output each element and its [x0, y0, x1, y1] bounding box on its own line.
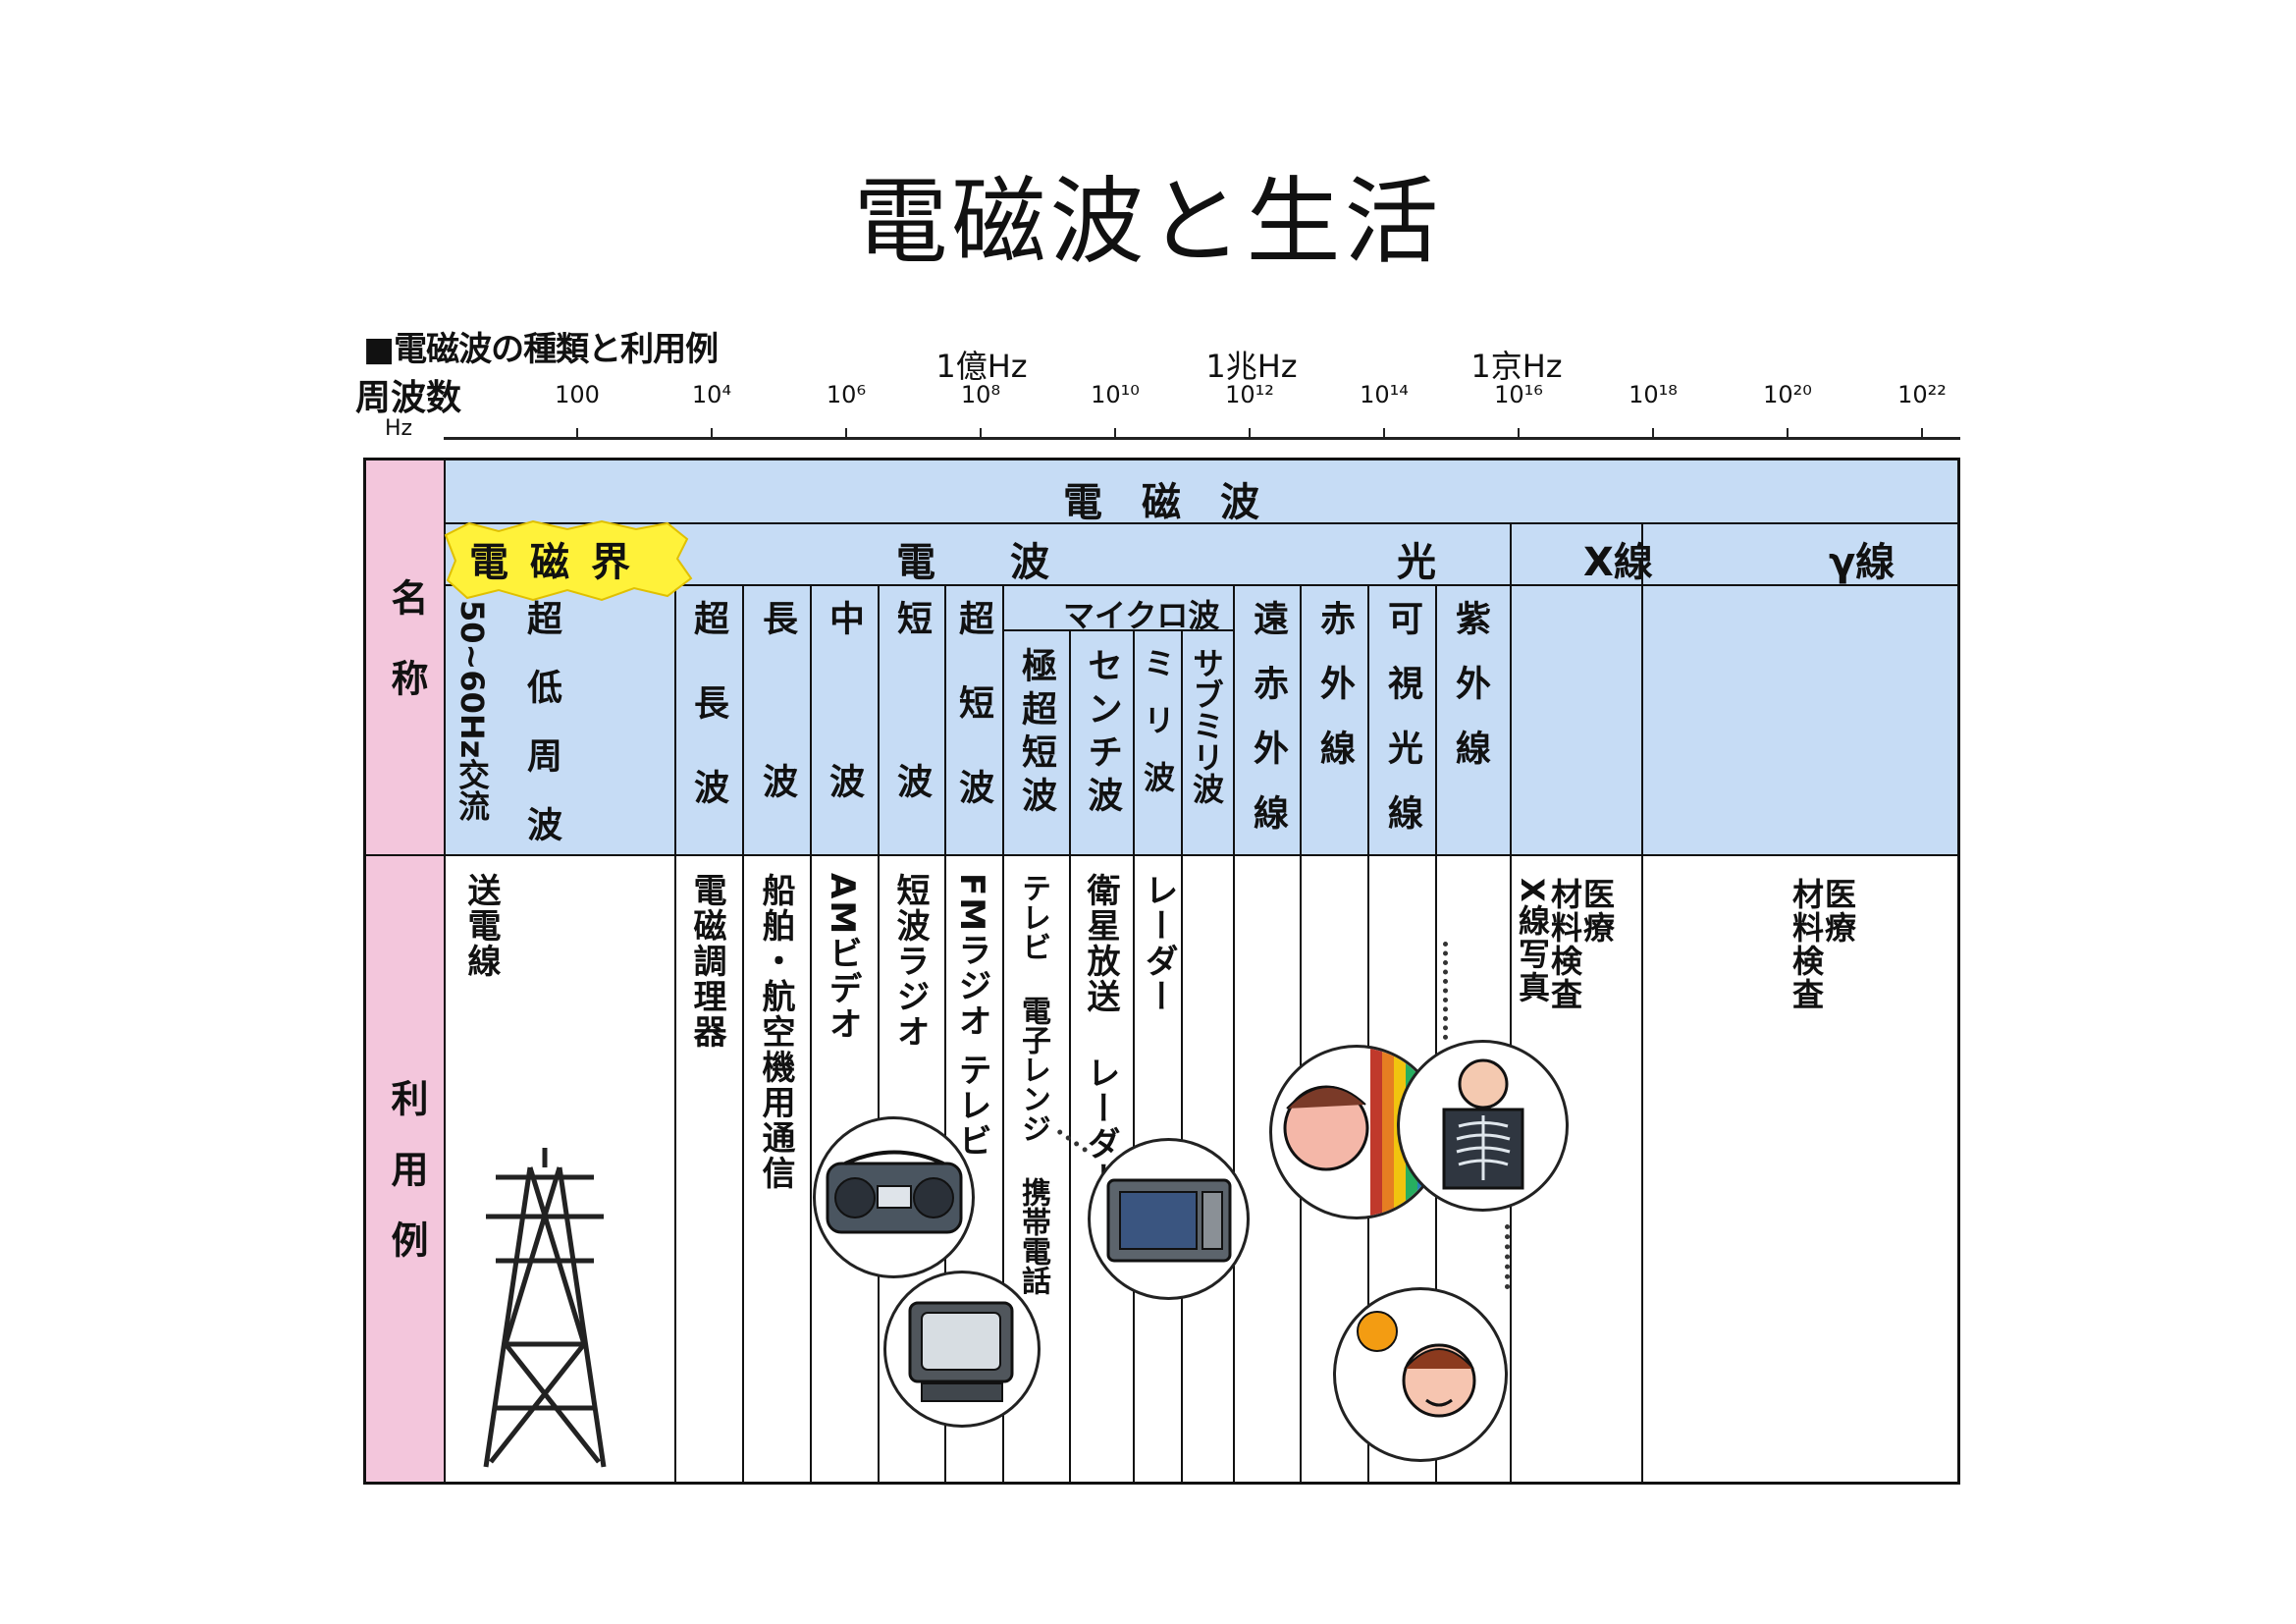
chart-caption: ■電磁波の種類と利用例	[363, 330, 719, 369]
radio-cassette-illustration	[813, 1116, 975, 1278]
axis-tick	[1383, 428, 1385, 440]
axis-tick	[980, 428, 982, 440]
band-uhf: 極超短波	[1016, 647, 1056, 820]
major-label-10p: 1京Hz	[1470, 348, 1563, 385]
use-xray-photo: X線写真	[1514, 878, 1551, 1004]
ultraviolet-dots	[1505, 1224, 1515, 1289]
axis-tick	[1249, 428, 1251, 440]
band-50-60hz-ac: 50~60Hz交流	[454, 600, 491, 822]
axis-tick	[1114, 428, 1116, 440]
usage-label: 利用例	[385, 1079, 428, 1291]
microwave-oven-illustration	[1088, 1138, 1250, 1300]
radio-wave-header: 電波	[896, 540, 1124, 585]
axis-tick	[1518, 428, 1520, 440]
microwave-header: マイクロ波	[1063, 597, 1220, 634]
microwave-oven-icon	[1106, 1178, 1232, 1263]
use-xray-medical: 医療	[1578, 878, 1616, 945]
use-fm-radio-tv: FMラジオ テレビ	[952, 873, 991, 1159]
use-am-video: AMビデオ	[823, 873, 862, 1043]
use-tv-microwave-mobile: テレビ 電子レンジ 携帯電話	[1016, 873, 1050, 1295]
band-visible-light: 可視光線	[1382, 600, 1422, 859]
band-lf: 長波	[757, 600, 797, 926]
use-power-line: 送電線	[461, 873, 501, 979]
band-mf: 中波	[824, 600, 864, 926]
radio-cassette-icon	[826, 1150, 963, 1234]
axis-tick	[1921, 428, 1923, 440]
page-title: 電磁波と生活	[853, 167, 1443, 277]
light-header: 光	[1397, 540, 1436, 585]
band-hf: 短波	[891, 600, 932, 926]
name-label: 名称	[385, 578, 428, 739]
sun-person-illustration	[1333, 1287, 1508, 1462]
use-induction-cooker: 電磁調理器	[687, 873, 726, 1050]
visible-light-dots	[1443, 942, 1453, 1040]
em-spectrum-diagram: 名称 利用例 電磁波 電磁界 電波 光 X線 γ線 マイクロ波 50~60Hz交…	[363, 458, 1960, 1485]
band-submillimeter: サブミリ波	[1188, 647, 1225, 804]
television-icon	[908, 1301, 1014, 1402]
band-elf: 超低周波	[521, 600, 561, 875]
xray-person-icon	[1442, 1058, 1524, 1190]
axis-tick	[1787, 428, 1789, 440]
band-far-infrared: 遠赤外線	[1248, 600, 1288, 859]
axis-tick-label: 10⁸	[960, 381, 1001, 408]
major-label-100m: 1億Hz	[935, 348, 1028, 385]
band-ultraviolet: 紫外線	[1450, 600, 1490, 794]
frequency-axis-label: 周波数	[355, 378, 462, 418]
axis-tick	[1652, 428, 1654, 440]
sun-and-person-icon	[1357, 1311, 1476, 1418]
use-xray-material-testing: 材料検査	[1546, 878, 1583, 1011]
axis-tick-label: 10²²	[1897, 381, 1947, 408]
band-millimeter: ミリ波	[1139, 647, 1176, 818]
power-tower-icon	[483, 1148, 607, 1468]
axis-tick-label: 10¹⁴	[1360, 381, 1409, 408]
axis-tick-label: 10¹⁸	[1629, 381, 1678, 408]
name-header-band	[445, 460, 1957, 855]
axis-tick-label: 10⁴	[691, 381, 732, 408]
axis-tick-label: 100	[555, 381, 600, 408]
em-field-badge	[444, 519, 693, 602]
axis-tick-label: 10¹⁶	[1494, 381, 1543, 408]
axis-tick-label: 10¹²	[1225, 381, 1274, 408]
television-illustration	[883, 1271, 1041, 1428]
major-label-1t: 1兆Hz	[1205, 348, 1298, 385]
band-centimeter: センチ波	[1082, 647, 1122, 820]
use-satellite-radar: 衛星放送 レーダー	[1081, 873, 1120, 1197]
frequency-axis-line	[444, 437, 1960, 440]
band-vhf: 超短波	[953, 600, 993, 853]
use-ship-aircraft-comm: 船舶・航空機用通信	[756, 873, 795, 1191]
gamma-ray-header: γ線	[1829, 540, 1896, 585]
em-wave-header: 電磁波	[1063, 480, 1299, 525]
em-field-header: 電磁界	[469, 540, 652, 585]
axis-tick-label: 10²⁰	[1763, 381, 1812, 408]
use-gamma-material-testing: 材料検査	[1788, 878, 1825, 1011]
axis-tick	[711, 428, 713, 440]
axis-tick	[845, 428, 847, 440]
use-gamma-medical: 医療	[1820, 878, 1857, 945]
band-infrared: 赤外線	[1314, 600, 1355, 794]
band-vlf: 超長波	[688, 600, 728, 853]
axis-tick-label: 10⁶	[826, 381, 867, 408]
axis-tick	[576, 428, 578, 440]
xray-person-illustration	[1397, 1040, 1569, 1212]
axis-tick-label: 10¹⁰	[1091, 381, 1140, 408]
frequency-axis-unit: Hz	[385, 416, 413, 441]
use-radar: レーダー	[1139, 873, 1178, 1014]
use-shortwave-radio: 短波ラジオ	[890, 873, 930, 1050]
side-column	[366, 460, 445, 1482]
xray-header: X線	[1583, 540, 1653, 585]
